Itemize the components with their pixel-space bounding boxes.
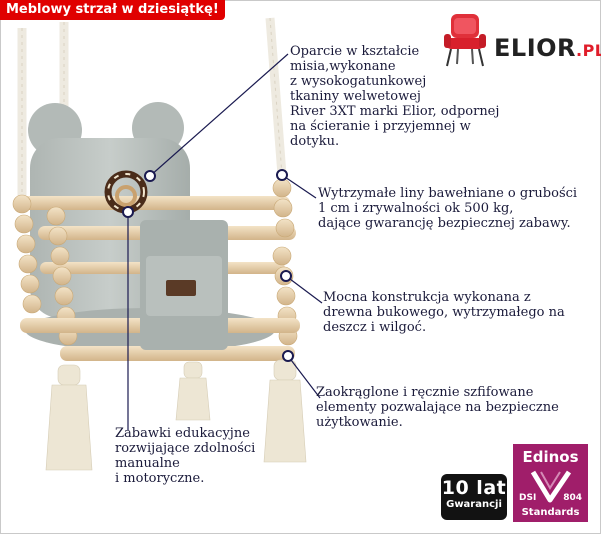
edinos-standards: Standards (521, 507, 580, 518)
note-line: Zaokrąglone i ręcznie szfifowane (316, 385, 534, 400)
warranty-years: 10 lat (441, 477, 507, 499)
tassel-left (45, 364, 93, 471)
base-rail-front (60, 346, 295, 361)
brand-name: ELIOR.PL (494, 34, 601, 62)
note-line: użytkowanie. (316, 415, 403, 430)
note-line: dające gwarancję bezpiecznej zabawy. (318, 216, 571, 231)
marker-frame (280, 270, 292, 282)
note-line: dotyku. (290, 134, 340, 149)
edinos-badge: Edinos DSI 804 Standards (513, 444, 588, 522)
tassel-right (263, 359, 307, 463)
marker-beads (282, 350, 294, 362)
tassel-mid (175, 361, 211, 421)
note-backrest: Oparcie w kształcie misia,wykonane z wys… (290, 44, 520, 149)
brand-name-main: ELIOR (494, 34, 576, 62)
brand-label (166, 280, 196, 296)
note-line: drewna bukowego, wytrzymałego na (323, 305, 565, 320)
marker-rope (276, 169, 288, 181)
note-line: tkaniny welwetowej (290, 89, 421, 104)
note-ropes: Wytrzymałe liny bawełniane o grubości 1 … (318, 186, 593, 231)
brand-name-suffix: .PL (576, 41, 601, 60)
brand-logo[interactable]: ELIOR.PL (442, 10, 601, 70)
note-toys: Zabawki edukacyjne rozwijające zdolności… (115, 426, 315, 486)
note-line: deszcz i wilgoć. (323, 320, 427, 335)
note-line: Oparcie w kształcie (290, 44, 420, 59)
note-line: rozwijające zdolności (115, 441, 256, 456)
edinos-dsi: DSI (519, 493, 537, 503)
marker-backrest (144, 170, 156, 182)
red-chair-icon (444, 14, 486, 67)
edinos-title: Edinos (522, 448, 579, 466)
note-line: Zabawki edukacyjne (115, 426, 250, 441)
note-line: Wytrzymałe liny bawełniane o grubości (318, 186, 578, 201)
edinos-number: 804 (563, 493, 582, 503)
note-line: 1 cm i zrywalności ok 500 kg, (318, 201, 514, 216)
top-rail-back (20, 196, 290, 210)
marker-toy (122, 206, 134, 218)
note-construction: Mocna konstrukcja wykonana z drewna buko… (323, 290, 573, 335)
warranty-label: Gwarancji (446, 499, 502, 510)
note-line: manualne (115, 456, 180, 471)
note-line: z wysokogatunkowej (290, 74, 427, 89)
note-line: Mocna konstrukcja wykonana z (323, 290, 531, 305)
note-rounded-elements: Zaokrąglone i ręcznie szfifowane element… (316, 385, 586, 430)
warranty-badge: 10 lat Gwarancji (441, 474, 507, 520)
promo-tag: Meblowy strzał w dziesiątkę! (0, 0, 225, 20)
checkmark-icon (530, 470, 572, 503)
note-line: na ścieranie i przyjemnej w (290, 119, 471, 134)
note-line: elementy pozwalające na bezpieczne (316, 400, 559, 415)
note-line: misia,wykonane (290, 59, 396, 74)
note-line: i motoryczne. (115, 471, 205, 486)
note-line: River 3XT marki Elior, odpornej (290, 104, 500, 119)
